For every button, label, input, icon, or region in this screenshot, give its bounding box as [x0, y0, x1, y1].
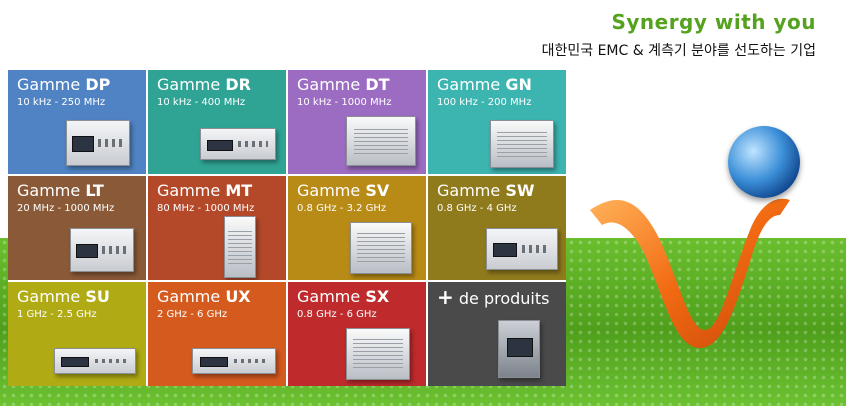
tile-range: 10 kHz - 400 MHz: [157, 97, 246, 108]
tile-range: 1 GHz - 2.5 GHz: [17, 309, 97, 320]
tile-range: 10 kHz - 1000 MHz: [297, 97, 392, 108]
amplifier-image: [200, 128, 276, 160]
amplifier-image: [192, 348, 276, 374]
tile-gamme-sx[interactable]: Gamme SX 0.8 GHz - 6 GHz: [288, 282, 426, 386]
tile-gamme-dt[interactable]: Gamme DT 10 kHz - 1000 MHz: [288, 70, 426, 174]
more-products-label: + de produits: [437, 285, 550, 309]
tile-title: Gamme SW: [437, 181, 535, 200]
tile-title: Gamme SX: [297, 287, 390, 306]
amplifier-image: [66, 120, 130, 166]
tile-title: Gamme DT: [297, 75, 390, 94]
tile-gamme-su[interactable]: Gamme SU 1 GHz - 2.5 GHz: [8, 282, 146, 386]
tile-gamme-sw[interactable]: Gamme SW 0.8 GHz - 4 GHz: [428, 176, 566, 280]
tile-gamme-gn[interactable]: Gamme GN 100 kHz - 200 MHz: [428, 70, 566, 174]
product-component-image: [498, 320, 540, 378]
amplifier-image: [346, 328, 410, 380]
tile-title: Gamme DP: [17, 75, 111, 94]
tile-title: Gamme LT: [17, 181, 104, 200]
tile-gamme-sv[interactable]: Gamme SV 0.8 GHz - 3.2 GHz: [288, 176, 426, 280]
tile-gamme-lt[interactable]: Gamme LT 20 MHz - 1000 MHz: [8, 176, 146, 280]
tile-gamme-dr[interactable]: Gamme DR 10 kHz - 400 MHz: [148, 70, 286, 174]
plus-icon: +: [437, 285, 454, 309]
globe-icon: [728, 126, 800, 198]
tile-title: Gamme MT: [157, 181, 253, 200]
amplifier-image: [346, 116, 416, 166]
tile-title: Gamme DR: [157, 75, 251, 94]
tile-range: 2 GHz - 6 GHz: [157, 309, 228, 320]
tile-title: Gamme SU: [17, 287, 110, 306]
tile-title: Gamme SV: [297, 181, 390, 200]
tile-range: 0.8 GHz - 6 GHz: [297, 309, 377, 320]
subtitle: 대한민국 EMC & 계측기 분야를 선도하는 기업: [541, 43, 816, 59]
orange-v-swoosh-logo: [590, 198, 790, 348]
tile-range: 0.8 GHz - 3.2 GHz: [297, 203, 387, 214]
amplifier-image: [350, 222, 412, 274]
slogan: Synergy with you: [611, 10, 816, 34]
amplifier-image: [54, 348, 136, 374]
amplifier-cabinet-image: [224, 216, 256, 278]
amplifier-image: [486, 228, 558, 270]
header: Synergy with you 대한민국 EMC & 계측기 분야를 선도하는…: [542, 10, 816, 60]
product-grid: Gamme DP 10 kHz - 250 MHz Gamme DR 10 kH…: [8, 70, 566, 386]
tile-title: Gamme GN: [437, 75, 532, 94]
tile-gamme-dp[interactable]: Gamme DP 10 kHz - 250 MHz: [8, 70, 146, 174]
tile-title: Gamme UX: [157, 287, 251, 306]
amplifier-image: [490, 120, 554, 168]
tile-range: 10 kHz - 250 MHz: [17, 97, 106, 108]
tile-range: 80 MHz - 1000 MHz: [157, 203, 255, 214]
amplifier-image: [70, 228, 134, 272]
tile-range: 100 kHz - 200 MHz: [437, 97, 532, 108]
tile-gamme-ux[interactable]: Gamme UX 2 GHz - 6 GHz: [148, 282, 286, 386]
tile-more-products[interactable]: + de produits: [428, 282, 566, 386]
tile-gamme-mt[interactable]: Gamme MT 80 MHz - 1000 MHz: [148, 176, 286, 280]
tile-range: 20 MHz - 1000 MHz: [17, 203, 115, 214]
tile-range: 0.8 GHz - 4 GHz: [437, 203, 517, 214]
